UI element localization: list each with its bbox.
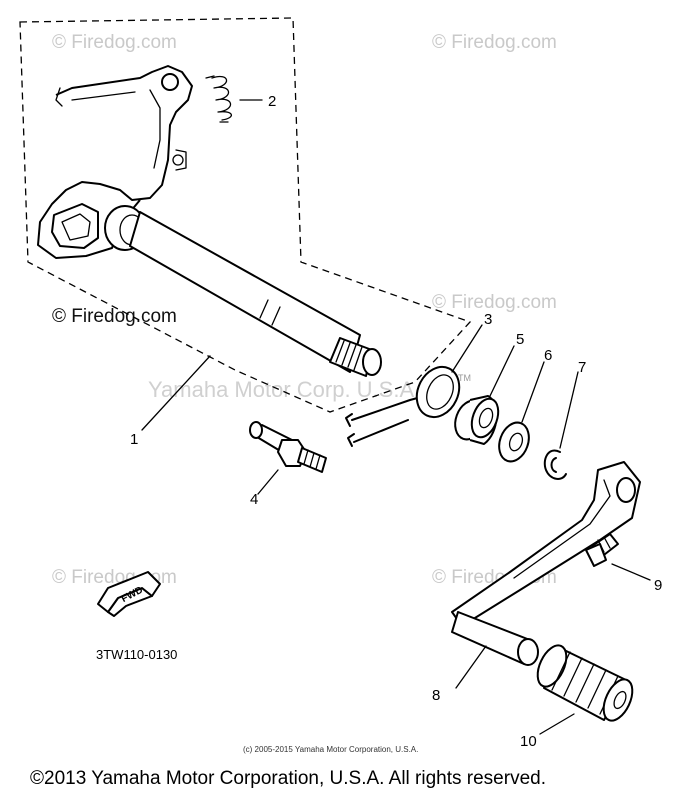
pedal-rubber-part-10 <box>536 644 634 735</box>
callout-5: 5 <box>516 331 524 348</box>
shift-pedal-part-8 <box>451 461 641 689</box>
washer-part-6 <box>498 361 545 463</box>
callout-10: 10 <box>520 733 537 750</box>
callout-4: 4 <box>250 491 258 508</box>
circlip-part-7 <box>543 371 579 480</box>
callout-8: 8 <box>432 687 440 704</box>
spring-part-2 <box>205 75 263 123</box>
callout-7: 7 <box>578 359 586 376</box>
watermark-top-right: © Firedog.com <box>432 32 557 53</box>
callout-2: 2 <box>268 93 276 110</box>
fwd-arrow-icon: FWD <box>97 571 161 617</box>
shift-shaft-assembly <box>37 65 382 377</box>
torsion-spring-part-3 <box>345 324 483 447</box>
part-code: 3TW110-0130 <box>96 647 177 662</box>
watermark-mid-right: © Firedog.com <box>432 292 557 313</box>
callout-1: 1 <box>130 431 138 448</box>
watermark-tm: TM <box>458 373 471 383</box>
watermark-mid-left: © Firedog.com <box>52 306 177 327</box>
copyright-footer: ©2013 Yamaha Motor Corporation, U.S.A. A… <box>30 768 546 789</box>
small-copyright: (c) 2005-2015 Yamaha Motor Corporation, … <box>243 745 418 754</box>
oil-seal-part-5 <box>454 345 515 445</box>
watermark-brand: Yamaha Motor Corp. U.S.A. <box>148 377 420 402</box>
stopper-bolt-part-4 <box>249 421 327 495</box>
assembly-outline <box>19 17 472 413</box>
callout-6: 6 <box>544 347 552 364</box>
leader-part-1 <box>141 355 211 431</box>
callout-3: 3 <box>484 311 492 328</box>
callout-9: 9 <box>654 577 662 594</box>
pedal-bolt-part-9 <box>585 533 651 581</box>
watermark-top-left: © Firedog.com <box>52 32 177 53</box>
